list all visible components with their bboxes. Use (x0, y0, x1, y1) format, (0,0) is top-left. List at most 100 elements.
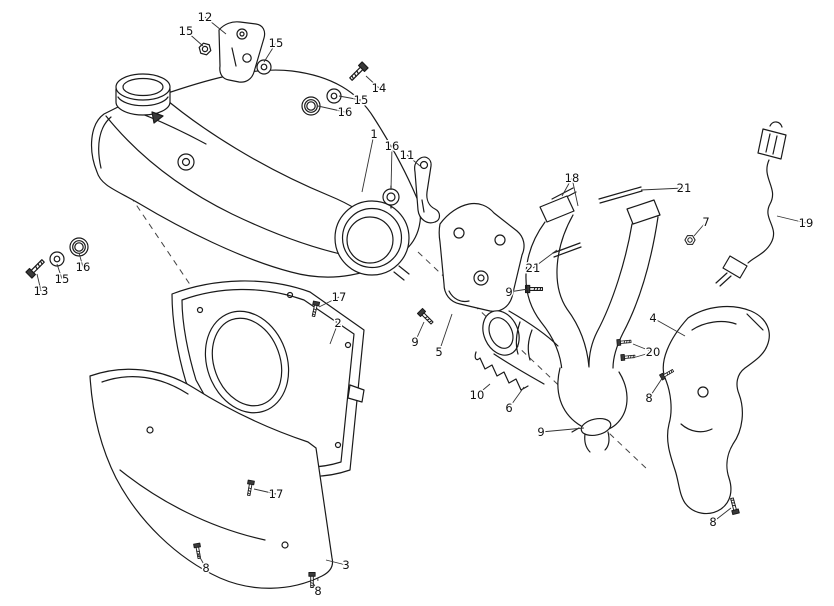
leader-line (571, 177, 579, 207)
part-callout-13: 13 (34, 284, 49, 298)
leader-line (390, 145, 393, 191)
leader-line (652, 317, 686, 337)
part-callout-10: 10 (470, 388, 485, 402)
screw-20 (616, 338, 632, 346)
part-callout-7: 7 (702, 215, 709, 229)
leader-line (561, 177, 573, 197)
part-callout-8: 8 (709, 515, 716, 529)
bolt-9 (524, 284, 544, 294)
mounting-bracket-12 (218, 21, 266, 83)
flange (539, 195, 575, 223)
leader-line (712, 507, 732, 523)
muffler-outlet (334, 200, 410, 281)
leader-line (648, 376, 664, 399)
bolt-13 (25, 257, 47, 279)
part-callout-11: 11 (400, 148, 415, 162)
leader-line (197, 553, 207, 569)
part-callout-15: 15 (55, 272, 70, 286)
leader-line (438, 313, 453, 353)
heat-shield-3 (89, 368, 334, 589)
spring-10 (474, 351, 529, 391)
stud-21 (598, 186, 643, 204)
part-callout-16: 16 (385, 139, 400, 153)
part-callout-15: 15 (179, 24, 194, 38)
clamp-9 (580, 417, 612, 437)
part-callout-8: 8 (202, 561, 209, 575)
heat-shield-4 (616, 305, 770, 516)
nut-7 (684, 235, 696, 245)
leader-line (776, 215, 807, 224)
screw-20 (620, 353, 636, 361)
leader-line (361, 133, 375, 193)
leader-line (540, 427, 585, 433)
part-callout-9: 9 (537, 425, 544, 439)
leader-line (263, 42, 277, 63)
leader-line (508, 386, 525, 409)
part-callout-9: 9 (505, 285, 512, 299)
part-callout-16: 16 (338, 105, 353, 119)
part-callout-8: 8 (645, 391, 652, 405)
leader-line (532, 249, 558, 269)
part-callout-5: 5 (435, 345, 442, 359)
part-callout-9: 9 (411, 335, 418, 349)
part-callout-4: 4 (649, 311, 656, 325)
muffler-assembly (91, 69, 422, 281)
muffler-inlet-port (115, 73, 171, 116)
leader-line (476, 383, 491, 396)
part-callout-17: 17 (332, 290, 347, 304)
part-callout-3: 3 (342, 558, 349, 572)
leader-line (632, 343, 654, 353)
part-callout-6: 6 (505, 401, 512, 415)
part-callout-8: 8 (314, 584, 321, 598)
part-callout-20: 20 (646, 345, 661, 359)
compensator-pipe-6 (482, 310, 559, 385)
part-callout-18: 18 (565, 171, 580, 185)
part-callout-15: 15 (269, 36, 284, 50)
stud-21 (552, 242, 582, 258)
leader-line (329, 322, 339, 345)
leader-lines (36, 16, 807, 592)
lambda-sensor-19 (715, 121, 787, 287)
leader-line (325, 559, 347, 566)
leader-line (365, 75, 380, 89)
flange (626, 199, 661, 225)
leader-line (508, 288, 529, 293)
screw-14 (347, 61, 369, 83)
washer-15 (49, 251, 65, 267)
washer-15 (326, 88, 342, 104)
leader-line (693, 221, 707, 237)
part-callout-21: 21 (526, 261, 541, 275)
leader-line (36, 273, 42, 292)
screw-8 (728, 496, 740, 516)
part-callout-12: 12 (198, 10, 213, 24)
leader-line (338, 95, 362, 101)
hanger-bracket-11 (414, 156, 441, 224)
leader-line (312, 582, 319, 592)
leader-line (406, 154, 421, 167)
part-callout-21: 21 (677, 181, 692, 195)
leader-line (317, 105, 346, 113)
part-callout-14: 14 (372, 81, 387, 95)
part-callout-17: 17 (269, 487, 284, 501)
bolt-9 (416, 307, 436, 327)
leader-line (56, 263, 63, 280)
leader-line (635, 351, 654, 358)
leader-line (318, 296, 340, 308)
part-callout-19: 19 (799, 216, 814, 230)
leader-line (414, 321, 425, 343)
part-callout-15: 15 (354, 93, 369, 107)
leader-line (640, 187, 685, 191)
washer-15 (256, 59, 272, 75)
part-callout-2: 2 (334, 316, 341, 330)
leader-line (185, 30, 204, 47)
grommet-16 (301, 96, 321, 116)
exhaust-manifold (474, 186, 696, 453)
leader-line (78, 252, 84, 268)
leader-line (204, 16, 227, 35)
brand-mark (151, 111, 164, 124)
bracket-shield-5 (416, 202, 544, 327)
leader-line (253, 488, 277, 495)
